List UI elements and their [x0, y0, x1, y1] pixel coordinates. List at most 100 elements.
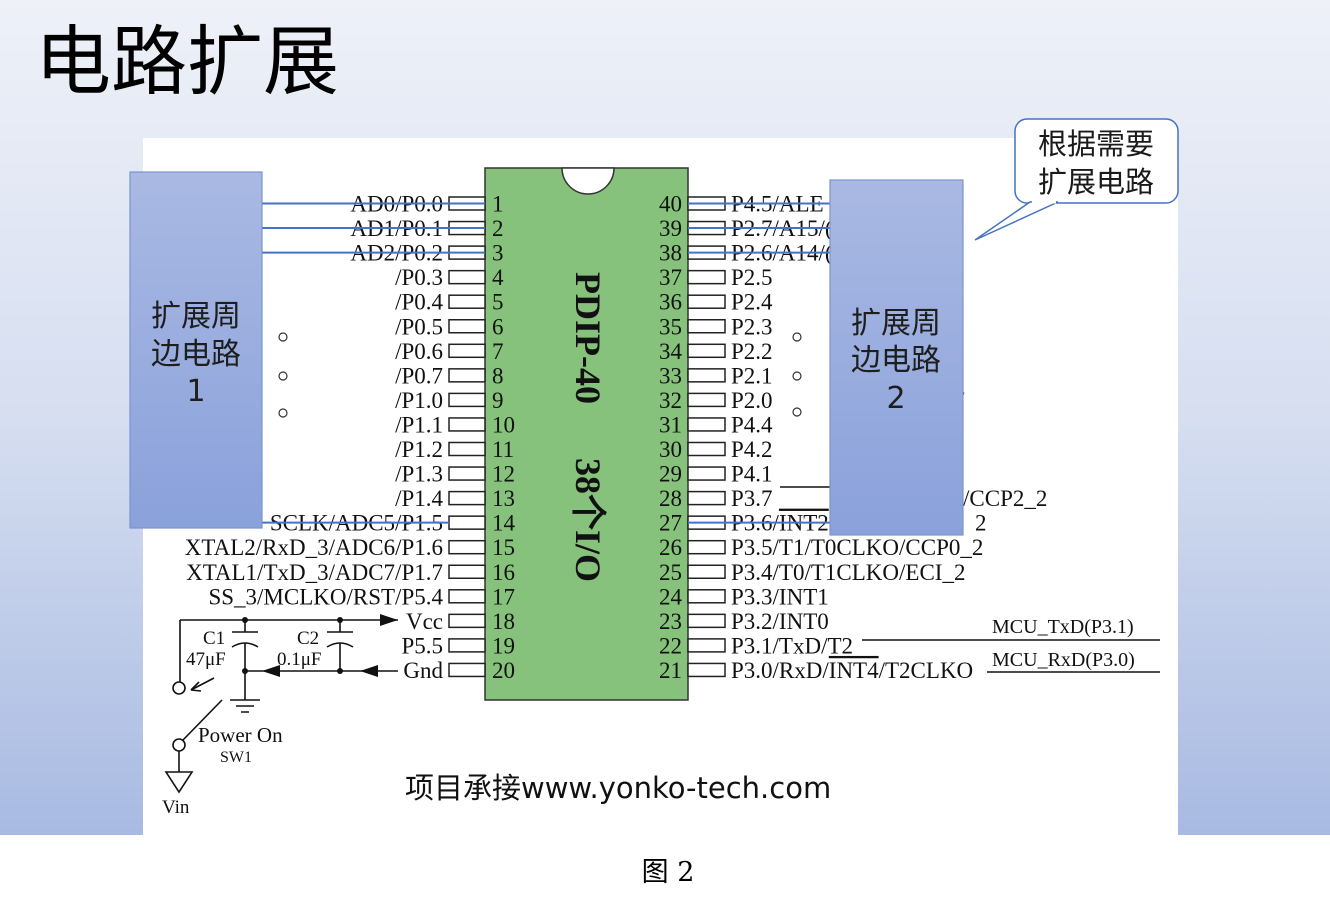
- pin-number: 8: [492, 363, 504, 388]
- pin-number: 37: [659, 265, 682, 290]
- chip-notch: [561, 167, 615, 195]
- pin-lead: [687, 564, 726, 579]
- pin-number: 35: [659, 314, 682, 339]
- watermark-text: 项目承接www.yonko-tech.com: [405, 771, 831, 805]
- pin-lead: [448, 490, 486, 506]
- expansion-box-1-line1: 扩展周: [151, 299, 241, 334]
- expansion-box-2-line2: 边电路: [851, 343, 941, 378]
- pin-number: 34: [659, 339, 683, 364]
- pin-label: /P0.5: [395, 314, 443, 339]
- pin-label: P2.3: [731, 314, 773, 339]
- pin-number: 4: [492, 265, 504, 290]
- pin-lead: [687, 269, 726, 285]
- pin-number: 18: [492, 609, 515, 634]
- pin-number: 27: [659, 511, 682, 536]
- pin-lead: [448, 294, 486, 309]
- ellipsis-dot: [792, 332, 802, 342]
- callout: 根据需要 扩展电路: [974, 118, 1179, 241]
- pin-lead: [448, 417, 486, 432]
- pin-lead: [448, 466, 486, 481]
- pin-lead: [448, 662, 486, 678]
- ground-icon: [230, 699, 260, 713]
- pin-number: 36: [659, 290, 682, 315]
- pin-lead: [448, 319, 486, 334]
- pin-number: 14: [492, 511, 516, 536]
- rxd-label: MCU_RxD(P3.0): [992, 649, 1135, 671]
- pin-lead: [448, 343, 486, 359]
- switch-arrow: [190, 677, 215, 692]
- expansion-box-1-body: [129, 171, 263, 529]
- pin-label: /P1.0: [395, 388, 443, 413]
- pin-lead: [687, 638, 726, 653]
- pin-lead: [687, 368, 726, 383]
- pin-number: 31: [659, 412, 682, 437]
- pin-number: 17: [492, 584, 515, 609]
- pin-number: 20: [492, 658, 515, 683]
- pin-lead: [448, 441, 486, 457]
- pin-lead: [687, 490, 726, 506]
- pin-number: 6: [492, 314, 504, 339]
- expansion-box-2-line1: 扩展周: [851, 306, 941, 341]
- vin-arrow-icon: [164, 771, 194, 794]
- expansion-wires: [262, 202, 830, 524]
- pin-number: 13: [492, 486, 515, 511]
- callout-box: [1014, 118, 1179, 204]
- pin-label: P2.0: [731, 388, 773, 413]
- chip-package-label: PDIP-40: [568, 272, 608, 404]
- pin-lead: [687, 319, 726, 334]
- vin-label: Vin: [162, 797, 190, 818]
- pin-label: P3.0/RxD/INT4/T2CLKO: [731, 658, 973, 683]
- pin-number: 1: [492, 192, 504, 217]
- junction-dots: [242, 617, 343, 674]
- pin-lead: [448, 368, 486, 383]
- pin-label: P4.2: [731, 437, 773, 462]
- figure-caption: 图 2: [642, 857, 695, 888]
- pin-label: P4.4: [731, 412, 773, 437]
- gnd-arrow: [262, 665, 280, 677]
- pin-lead: [448, 613, 486, 629]
- pin-label: /P1.1: [395, 412, 443, 437]
- switch-lever: [182, 699, 223, 741]
- pin-label: P3.1/TxD/T2: [731, 633, 853, 658]
- pin-number: 16: [492, 560, 515, 585]
- pin-lead: [448, 392, 486, 408]
- pin-number: 32: [659, 388, 682, 413]
- pin-label: SS_3/MCLKO/RST/P5.4: [208, 584, 443, 609]
- pin-lead: [687, 343, 726, 359]
- pin-label: P4.1: [731, 462, 773, 487]
- uart-connections: MCU_TxD(P3.1) MCU_RxD(P3.0): [862, 616, 1160, 673]
- pin-number: 28: [659, 486, 682, 511]
- expansion-box-2-body: [829, 179, 964, 536]
- pin-number: 9: [492, 388, 504, 413]
- pin-number: 22: [659, 633, 682, 658]
- pin-label: XTAL1/TxD_3/ADC7/P1.7: [186, 560, 443, 585]
- pin-lead: [687, 539, 726, 555]
- ellipsis-dot: [278, 408, 288, 418]
- c2-value: 0.1μF: [277, 649, 322, 670]
- pin-label: Vcc: [406, 609, 443, 634]
- vcc-arrow: [380, 614, 398, 626]
- pin-lead: [687, 417, 726, 432]
- pin-lead: [448, 638, 486, 653]
- pin-number: 2: [492, 216, 504, 241]
- pin-lead: [687, 294, 726, 309]
- pin-number: 7: [492, 339, 504, 364]
- c2-label: C2: [297, 628, 319, 649]
- expansion-box-1-line3: 1: [186, 374, 205, 409]
- pin-label: P3.5/T1/T0CLKO/CCP0_2: [731, 535, 983, 560]
- pin-lead: [687, 392, 726, 408]
- ellipsis-dots: [278, 332, 802, 418]
- c1-value: 47μF: [186, 649, 226, 670]
- pin-number: 29: [659, 462, 682, 487]
- c1-label: C1: [203, 628, 225, 649]
- ellipsis-dot: [278, 332, 288, 342]
- pin-label-tail: 2: [975, 511, 987, 536]
- pin-number: 23: [659, 609, 682, 634]
- expansion-box-2: 扩展周 边电路 2: [829, 179, 964, 536]
- pin-number: 5: [492, 290, 504, 315]
- pin-label: P2.4: [731, 290, 773, 315]
- switch-contact: [172, 681, 186, 695]
- ellipsis-dot: [278, 371, 288, 381]
- expansion-box-1-line2: 边电路: [151, 337, 241, 372]
- pin-lead: [687, 466, 726, 481]
